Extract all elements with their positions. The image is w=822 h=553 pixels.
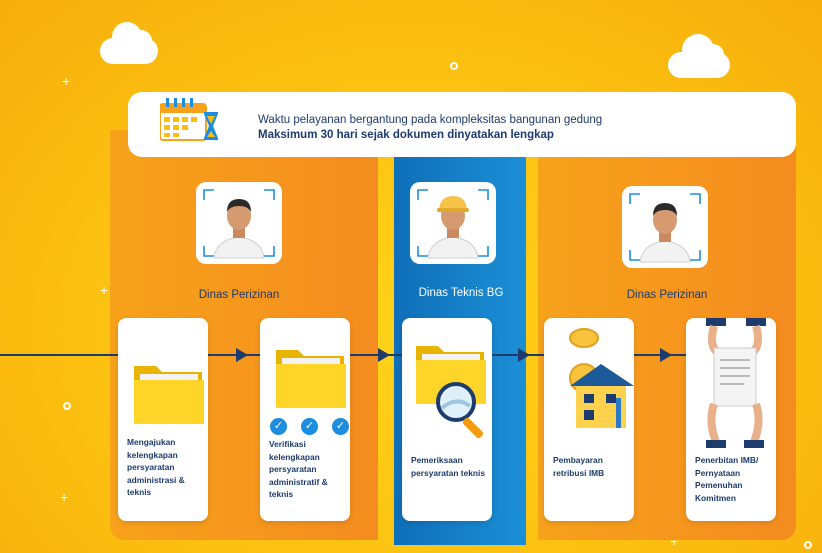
step-card-1: Mengajukan kelengkapan persyaratan admin… [118,318,208,521]
engineer-avatar-icon [417,189,489,259]
flow-arrow-icon [518,348,530,362]
cloud-left [100,22,158,64]
folder-icon [276,350,346,408]
step-text: Pembayaran retribusi IMB [553,455,605,478]
banner-line-2: Maksimum 30 hari sejak dokumen dinyataka… [258,129,554,141]
step-card-5: Penerbitan IMB/ Pernyataan Pemenuhan Kom… [686,318,776,521]
role-label-perizinan-2: Dinas Perizinan [626,289,708,301]
folder-magnifier-icon [416,346,486,439]
flow-arrow-icon [660,348,672,362]
officer-avatar-icon [203,189,275,259]
ring-dot [450,62,458,70]
service-time-banner: Waktu pelayanan bergantung pada kompleks… [128,92,796,157]
sparkle: + [100,282,109,298]
step-text: Mengajukan kelengkapan persyaratan admin… [127,437,185,497]
ring-dot [63,402,71,410]
role-label-teknis: Dinas Teknis BG [418,287,504,299]
step-text: Penerbitan IMB/ Pernyataan Pemenuhan Kom… [695,455,759,503]
officer-portrait-perizinan-1 [196,182,282,264]
flow-arrow-icon [378,348,390,362]
process-flow-line [0,354,700,356]
sparkle: + [62,73,71,89]
check-icon: ✓ [270,418,287,435]
check-icon: ✓ [301,418,318,435]
officer-portrait-perizinan-2 [622,186,708,268]
officer-portrait-teknis [410,182,496,264]
sparkle: + [670,533,679,549]
step-text: Verifikasi kelengkapan persyaratan admin… [269,439,328,499]
step-card-2: ✓ ✓ ✓ Verifikasi kelengkapan persyaratan… [260,318,350,521]
cloud-right [668,34,730,78]
ring-dot [804,541,812,549]
flow-arrow-icon [236,348,248,362]
step-card-4: Pembayaran retribusi IMB [544,318,634,521]
step-card-3: Pemeriksaan persyaratan teknis [402,318,492,521]
banner-line-1: Waktu pelayanan bergantung pada kompleks… [258,114,603,126]
handover-document-icon [706,318,766,448]
role-label-perizinan-1: Dinas Perizinan [198,289,280,301]
calendar-hourglass-icon [160,98,218,141]
sparkle: + [60,489,69,505]
officer-avatar-icon [629,193,701,263]
folder-icon [134,366,204,424]
step-text: Pemeriksaan persyaratan teknis [411,455,486,478]
coin-building-icon [569,328,634,428]
checkmarks: ✓ ✓ ✓ [270,418,349,435]
check-icon: ✓ [332,418,349,435]
